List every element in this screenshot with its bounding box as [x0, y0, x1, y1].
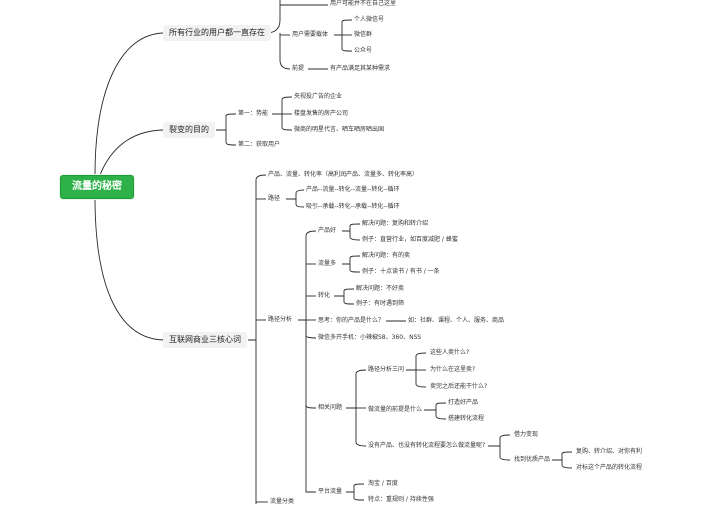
node-carrier[interactable]: 用户需要载体: [292, 31, 329, 38]
node-think[interactable]: 思考：你的产品是什么？: [318, 317, 385, 324]
node-premise-text[interactable]: 有产品满足其某种需求: [330, 65, 391, 72]
node-premise[interactable]: 前提: [292, 65, 305, 72]
branch-three-core-words[interactable]: 互联网商业三核心词: [163, 332, 247, 348]
node-more-traffic-item[interactable]: 例子：十点读书 / 有书 / 一条: [362, 268, 440, 275]
node-platform-item[interactable]: 淘宝 / 百度: [368, 480, 398, 487]
node-second-acquire[interactable]: 第二：获取用户: [238, 141, 281, 148]
node-path[interactable]: 路径: [268, 195, 281, 202]
node-conversion[interactable]: 转化: [318, 292, 331, 299]
node-no-product[interactable]: 没有产品、也没有转化流程要怎么做流量呢?: [368, 442, 486, 449]
node-path-item[interactable]: 产品--流量--转化--流量--转化--循环: [306, 186, 400, 193]
node-carrier-item[interactable]: 公众号: [354, 47, 373, 54]
node-conversion-item[interactable]: 解决问题：不好卖: [356, 285, 405, 292]
node-conversion-item[interactable]: 例子：有时遇到筛: [356, 300, 405, 307]
node-path-three-item[interactable]: 为什么在这里卖?: [430, 366, 476, 373]
node-platform-item[interactable]: 特点：重规则 / 持续性强: [368, 496, 434, 503]
node-find-product[interactable]: 找到优质产品: [514, 456, 551, 463]
node-path-item[interactable]: 吸引--承载--转化--承载--转化--循环: [306, 203, 400, 210]
node-find-product-item[interactable]: 对标这个产品的转化流程: [576, 464, 643, 471]
node-carrier-item[interactable]: 个人微信号: [354, 16, 385, 23]
node-good-product[interactable]: 产品好: [318, 227, 337, 234]
node-think-text[interactable]: 如：社群、课程、个人、服务、商品: [408, 317, 505, 324]
node-more-traffic[interactable]: 流量多: [318, 260, 337, 267]
node-traffic-premise-item[interactable]: 打造好产品: [448, 399, 479, 406]
node-good-product-item[interactable]: 解决问题：复购和转介绍: [362, 220, 429, 227]
node-borrow[interactable]: 借力变现: [514, 431, 539, 438]
node-related[interactable]: 相关问题: [318, 404, 343, 411]
node-more-traffic-item[interactable]: 解决问题：有的卖: [362, 252, 411, 259]
node-path-three[interactable]: 路径分析三问: [368, 366, 405, 373]
branch-users-everywhere[interactable]: 所有行业的用户都一直存在: [163, 25, 271, 41]
node-first-item[interactable]: 央视投广告的企业: [294, 93, 343, 100]
node-traffic-category[interactable]: 流量分类: [270, 498, 295, 505]
node-first-item[interactable]: 微商的明星代言、晒车晒房晒出国: [294, 126, 385, 133]
root-node[interactable]: 流量的秘密: [60, 175, 134, 199]
node-good-product-item[interactable]: 例子：直营行业，如百度减肥 / 蜂蜜: [362, 236, 458, 243]
node-traffic-premise-item[interactable]: 搭建转化流程: [448, 415, 485, 422]
node-wechat-multi[interactable]: 微信多开手机：小辣椒S8、360、NSS: [318, 334, 422, 341]
node-path-three-item[interactable]: 这些人卖什么?: [430, 349, 470, 356]
node-path-analysis[interactable]: 路径分析: [268, 316, 293, 323]
node-partial-users[interactable]: 用户可能并不在自己这里: [330, 0, 397, 7]
node-traffic-premise[interactable]: 做流量的前提是什么: [368, 406, 423, 413]
node-carrier-item[interactable]: 微信群: [354, 31, 373, 38]
node-path-three-item[interactable]: 卖完之后还能干什么?: [430, 383, 488, 390]
node-first-item[interactable]: 楼盘发售的房产公司: [294, 110, 349, 117]
branch-fission-purpose[interactable]: 裂变的目的: [163, 122, 215, 138]
node-platform-traffic[interactable]: 平台流量: [318, 488, 343, 495]
node-first-momentum[interactable]: 第一：势能: [238, 110, 269, 117]
node-core[interactable]: 产品、流量、转化率（高利润产品、流量多、转化率高）: [268, 171, 419, 178]
node-find-product-item[interactable]: 复购、转介绍、对你有利: [576, 448, 643, 455]
